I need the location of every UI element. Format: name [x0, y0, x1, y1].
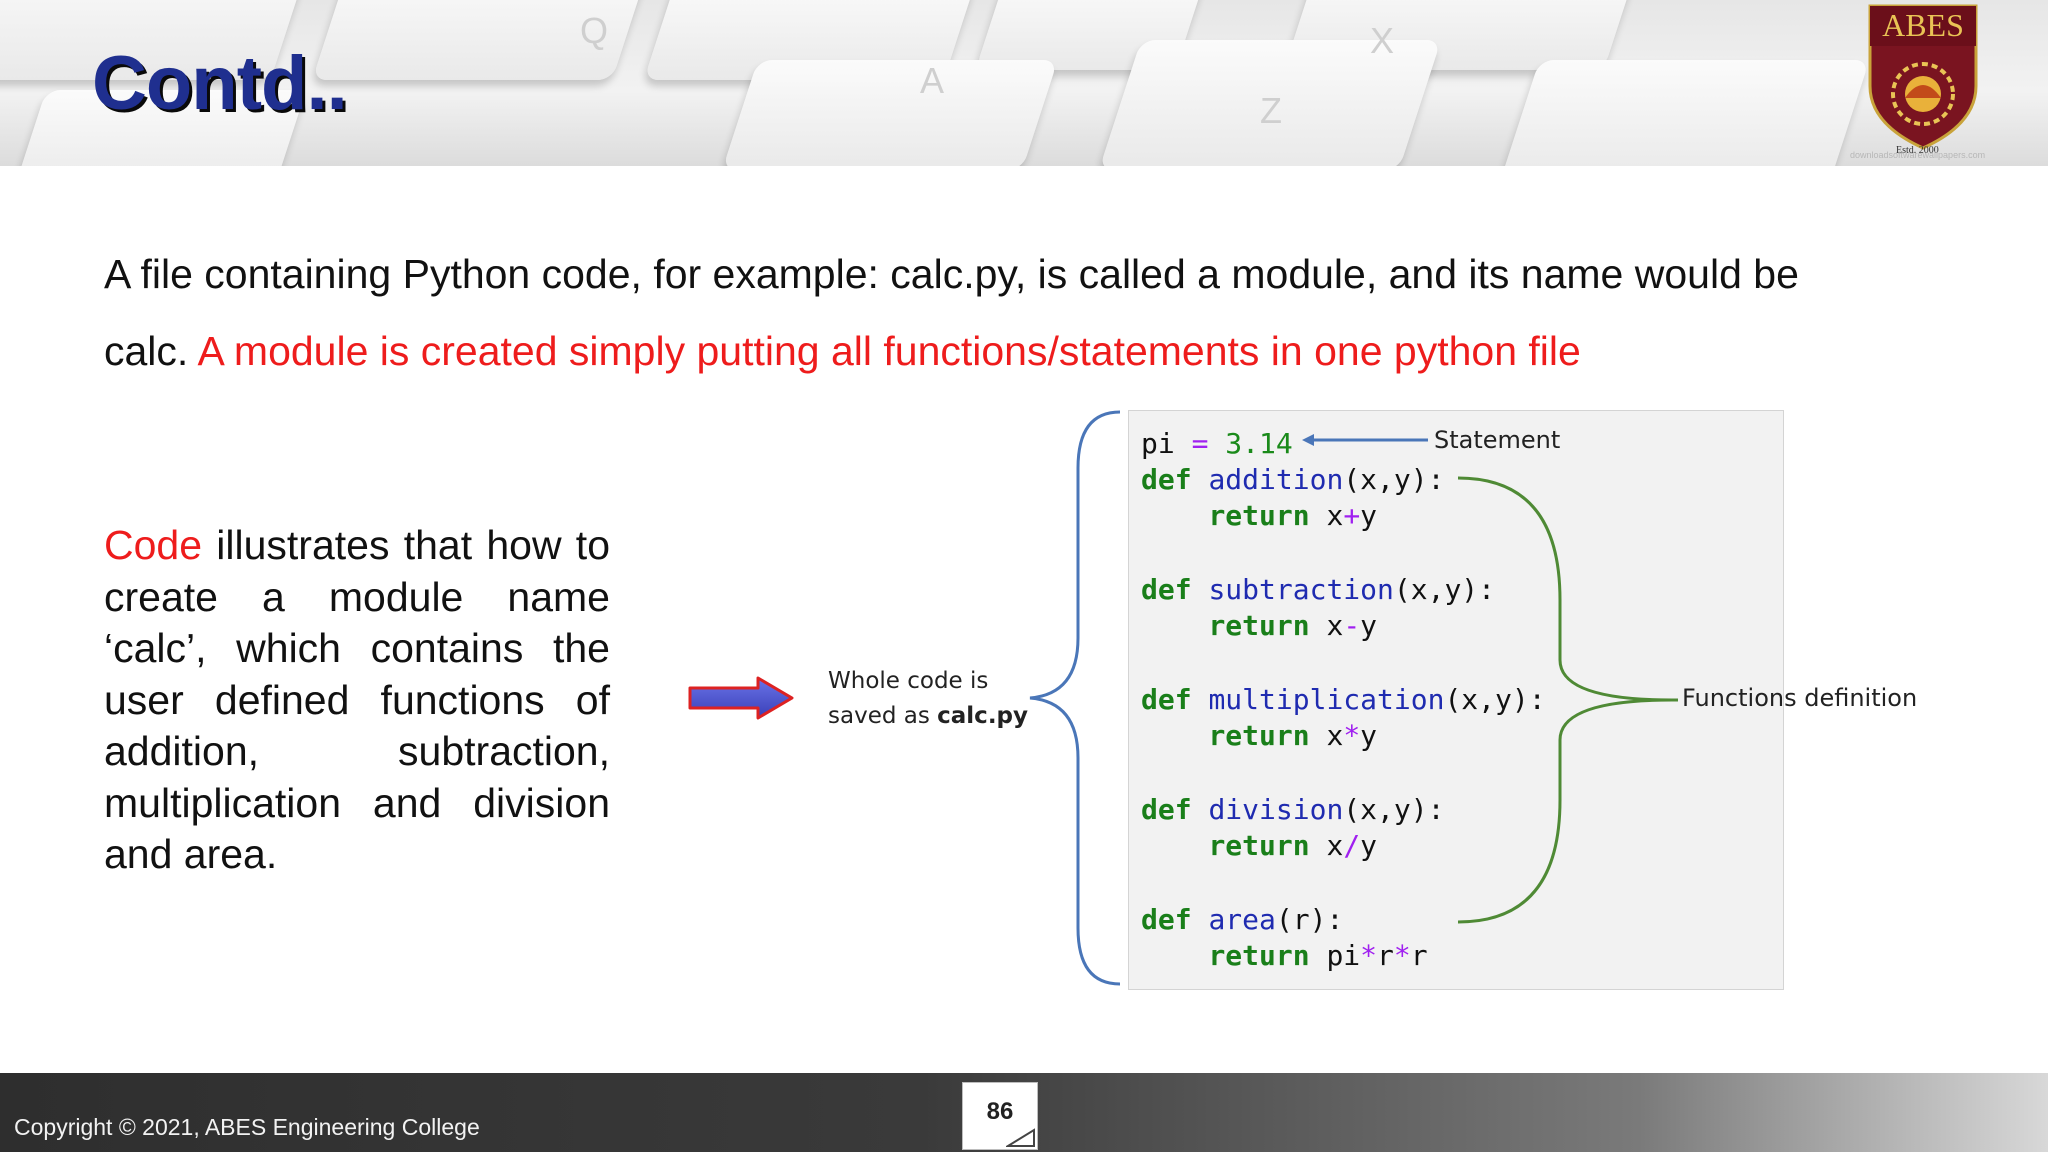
keyboard-glyph-icon: X	[1370, 20, 1395, 61]
code-token: pi	[1309, 939, 1361, 972]
code-keyword: def	[1141, 793, 1192, 826]
code-operator: =	[1191, 427, 1209, 460]
code-token: x	[1309, 719, 1344, 752]
logo-estd: Estd. 2000	[1896, 145, 1939, 156]
intro-paragraph: A file containing Python code, for examp…	[104, 236, 1984, 390]
code-keyword: def	[1141, 573, 1192, 606]
saved-as-prefix: saved as	[828, 703, 938, 729]
code-token: (x,y):	[1393, 573, 1496, 606]
description-highlight: Code	[104, 522, 203, 568]
page-number: 86	[986, 1098, 1014, 1125]
code-line: def area(r):	[1141, 903, 1343, 936]
right-arrow-icon	[688, 676, 794, 720]
code-line: return pi*r*r	[1141, 939, 1428, 972]
code-token: x	[1309, 829, 1344, 862]
code-line: return x+y	[1141, 499, 1377, 532]
code-keyword: def	[1141, 903, 1192, 936]
image-watermark: downloadsoftwarewallpapers.com	[1850, 150, 1986, 160]
statement-label: Statement	[1434, 426, 1561, 454]
code-token: pi	[1141, 427, 1192, 460]
code-token: r	[1410, 939, 1428, 972]
code-token: (x,y):	[1444, 683, 1546, 716]
code-function-name: addition	[1208, 463, 1344, 496]
code-line: def multiplication(x,y):	[1141, 683, 1546, 716]
code-token: x	[1309, 609, 1344, 642]
code-keyword: return	[1208, 829, 1310, 862]
keyboard-glyph-icon: A	[920, 60, 945, 101]
saved-as-filename: calc.py	[937, 703, 1029, 729]
code-line: return x/y	[1141, 829, 1377, 862]
header-banner: Q A Z X	[0, 0, 2048, 166]
code-operator: *	[1393, 939, 1411, 972]
code-operator: +	[1343, 499, 1361, 532]
code-line: return x*y	[1141, 719, 1377, 752]
code-description: Code illustrates that how to create a mo…	[104, 520, 610, 881]
intro-highlight: A module is created simply putting all f…	[197, 328, 1581, 374]
code-line: pi = 3.14	[1141, 427, 1293, 460]
code-keyword: return	[1208, 499, 1310, 532]
left-brace-icon	[1029, 410, 1121, 986]
functions-definition-label: Functions definition	[1682, 684, 1918, 712]
code-keyword: return	[1208, 719, 1310, 752]
keyboard-glyph-icon: Z	[1260, 90, 1282, 131]
code-token: (r):	[1275, 903, 1344, 936]
page-fold-icon	[1006, 1128, 1035, 1147]
code-function-name: multiplication	[1208, 683, 1445, 716]
code-keyword: def	[1141, 683, 1192, 716]
svg-text:ABES: ABES	[1882, 7, 1964, 43]
code-token: y	[1360, 829, 1378, 862]
code-line: def subtraction(x,y):	[1141, 573, 1495, 606]
code-operator: -	[1343, 609, 1361, 642]
code-line: return x-y	[1141, 609, 1377, 642]
code-function-name: subtraction	[1208, 573, 1394, 606]
code-token: (x,y):	[1343, 793, 1445, 826]
code-token: r	[1377, 939, 1394, 972]
code-function-name: division	[1208, 793, 1344, 826]
code-line: def division(x,y):	[1141, 793, 1444, 826]
code-token: (x,y):	[1343, 463, 1445, 496]
code-keyword: def	[1141, 463, 1192, 496]
code-operator: *	[1360, 939, 1378, 972]
code-token: y	[1360, 609, 1378, 642]
slide-title: Contd..	[92, 41, 348, 126]
saved-as-line1: Whole code is	[828, 668, 989, 694]
keyboard-glyph-icon: Q	[580, 10, 609, 51]
keyboard-key-shape	[1500, 60, 1870, 166]
abes-logo: ABES	[1868, 4, 1978, 150]
description-text: illustrates that how to create a module …	[104, 522, 610, 877]
intro-text-calc: calc.	[104, 328, 198, 374]
statement-arrow-icon	[1302, 434, 1428, 446]
copyright-text: Copyright © 2021, ABES Engineering Colle…	[14, 1114, 480, 1140]
code-function-name: area	[1208, 903, 1276, 936]
code-operator: *	[1343, 719, 1361, 752]
code-operator: /	[1343, 829, 1361, 862]
right-brace-icon	[1457, 476, 1678, 924]
code-keyword: return	[1208, 939, 1310, 972]
code-token: x	[1309, 499, 1344, 532]
code-number: 3.14	[1208, 427, 1293, 460]
code-keyword: return	[1208, 609, 1310, 642]
code-line: def addition(x,y):	[1141, 463, 1444, 496]
saved-as-line2: saved as calc.py	[828, 699, 1028, 734]
saved-as-label: Whole code is saved as calc.py	[828, 664, 1028, 734]
keyboard-key-shape	[722, 60, 1058, 166]
code-token: y	[1360, 719, 1378, 752]
intro-text: A file containing Python code, for examp…	[104, 251, 1799, 297]
code-token: y	[1360, 499, 1378, 532]
